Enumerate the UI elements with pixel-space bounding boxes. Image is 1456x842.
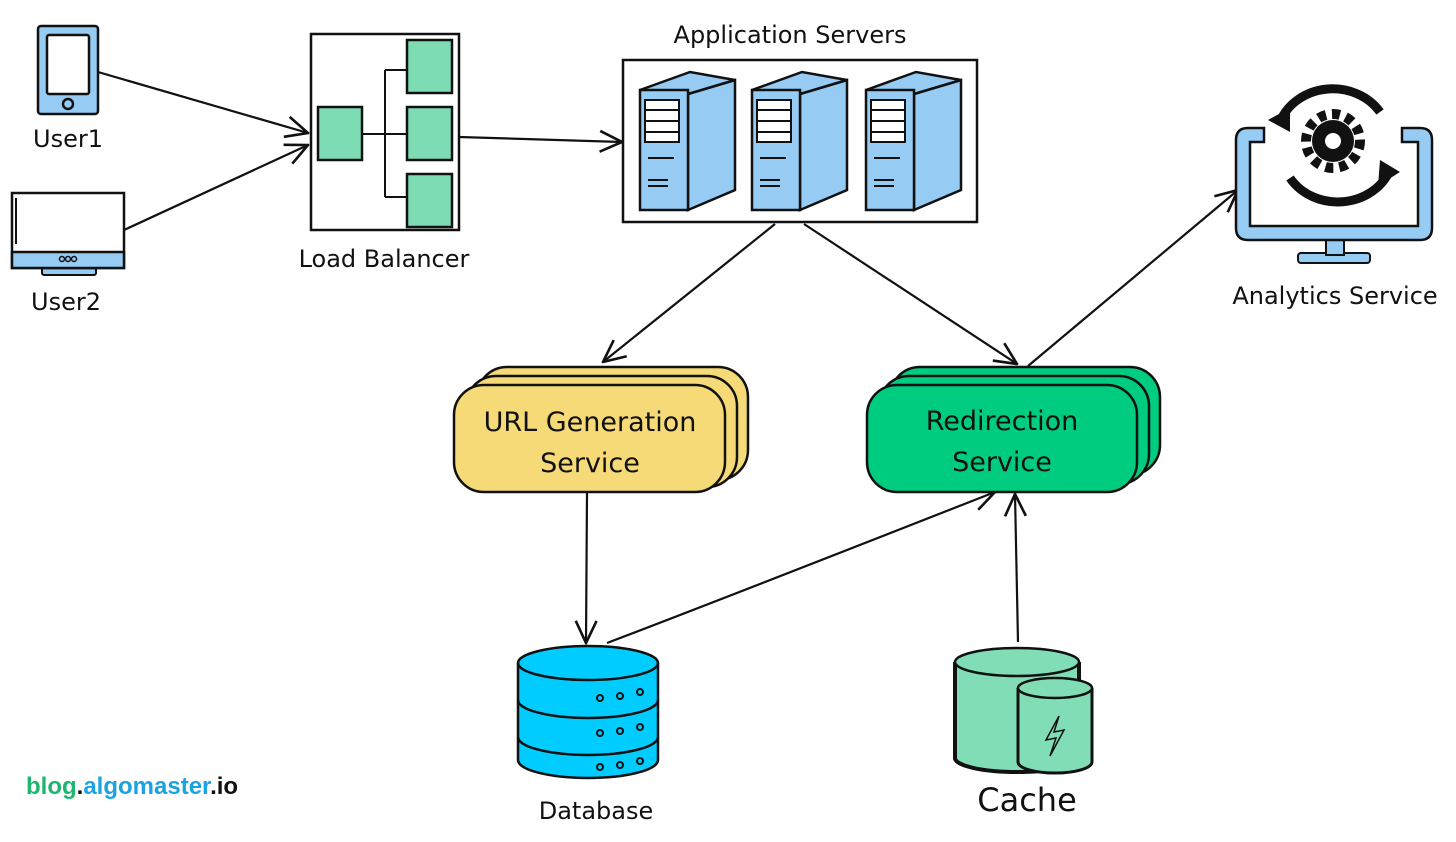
edge-appservers-redirection xyxy=(803,223,1017,364)
edges xyxy=(97,70,1238,645)
app-servers-label: Application Servers xyxy=(674,21,907,49)
watermark-part2: algomaster xyxy=(83,773,211,800)
redirection-service-node: Redirection Service xyxy=(865,365,1162,494)
database-cylinder-icon xyxy=(516,644,660,780)
load-balancer-icon xyxy=(309,32,461,232)
watermark-dot2: . xyxy=(210,773,217,800)
url-generation-service-node: URL Generation Service xyxy=(452,365,750,494)
cache-label: Cache xyxy=(977,781,1077,819)
watermark-dot1: . xyxy=(77,773,84,800)
database-label: Database xyxy=(539,797,654,825)
database-node: Database xyxy=(516,644,660,825)
analytics-label: Analytics Service xyxy=(1232,282,1437,310)
user2-node: User2 xyxy=(10,191,126,316)
redirection-label-line1: Redirection xyxy=(926,406,1078,437)
server-icon xyxy=(750,70,849,212)
server-icon xyxy=(864,70,963,212)
edge-appservers-url xyxy=(603,223,776,362)
desktop-monitor-icon xyxy=(10,191,126,276)
load-balancer-label: Load Balancer xyxy=(299,245,470,273)
server-group xyxy=(638,70,963,212)
user1-label: User1 xyxy=(33,125,103,153)
load-balancer-node: Load Balancer xyxy=(299,32,470,273)
watermark: blog.algomaster.io xyxy=(26,773,238,800)
cache-node: Cache xyxy=(953,646,1094,819)
url-generation-label-line1: URL Generation xyxy=(484,407,697,438)
edge-user2-lb xyxy=(123,145,308,231)
edge-cache-redirection xyxy=(1015,494,1018,643)
edge-redirection-analytics xyxy=(1027,190,1238,367)
monitor-gear-sync-icon xyxy=(1234,84,1434,264)
watermark-part3: io xyxy=(217,773,238,800)
redirection-label-line2: Service xyxy=(952,447,1052,478)
edge-user1-lb xyxy=(97,70,308,133)
edge-lb-appservers xyxy=(458,137,622,142)
analytics-service-node: Analytics Service xyxy=(1232,84,1438,310)
smartphone-icon xyxy=(36,24,100,116)
cache-cylinder-lightning-icon xyxy=(953,646,1094,775)
user2-label: User2 xyxy=(31,288,101,316)
edge-database-redirection xyxy=(606,492,995,645)
url-generation-label-line2: Service xyxy=(540,448,640,479)
watermark-part1: blog xyxy=(26,773,77,800)
app-servers-node: Application Servers xyxy=(621,21,979,224)
user1-node: User1 xyxy=(33,24,103,153)
edge-url-database xyxy=(586,492,587,643)
server-icon xyxy=(638,70,737,212)
